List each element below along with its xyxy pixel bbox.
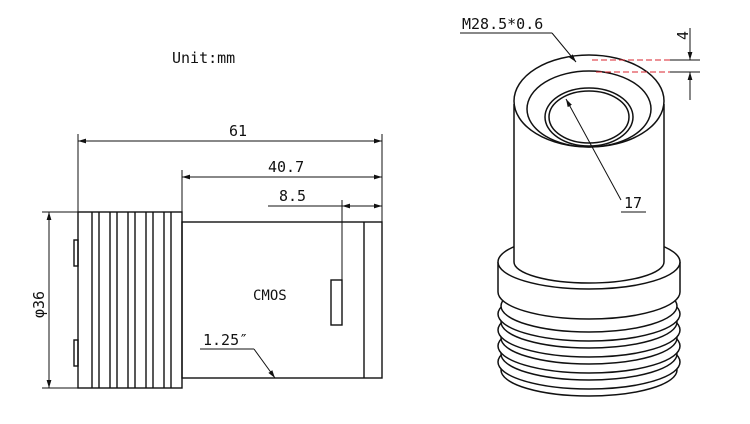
thread-rings: [497, 234, 681, 397]
overall-length-label: 61: [229, 122, 247, 140]
sensor-label: CMOS: [253, 288, 287, 304]
thread-depth-dimension: 4: [592, 28, 700, 100]
sensor-format-label: 1.25″: [203, 331, 248, 349]
dim-diameter: φ36: [30, 211, 78, 389]
thread-spec-callout: M28.5*0.6: [460, 15, 577, 63]
thread-depth-label: 4: [674, 31, 692, 40]
threaded-flange: [73, 211, 183, 389]
thread-spec-label: M28.5*0.6: [462, 15, 543, 33]
bore-diameter-label: 17: [624, 194, 642, 212]
camera-body: [181, 221, 383, 379]
sensor-slot: [330, 279, 343, 326]
dim-body-length: 40.7: [181, 158, 382, 222]
dim-sensor-offset: 8.5: [268, 187, 382, 280]
tube: [513, 104, 665, 284]
side-view: 61 40.7 8.5 φ36 CMOS 1.25″: [30, 122, 383, 389]
sensor-format-callout: 1.25″: [200, 331, 276, 379]
dim-overall-length: 61: [77, 122, 383, 222]
body-length-label: 40.7: [268, 158, 304, 176]
diameter-label: φ36: [30, 291, 48, 318]
top-opening: [513, 54, 665, 148]
sensor-offset-label: 8.5: [279, 187, 306, 205]
unit-label: Unit:mm: [172, 49, 235, 67]
perspective-view: M28.5*0.6 4 17: [460, 15, 700, 397]
bore-diameter-callout: 17: [565, 98, 646, 213]
